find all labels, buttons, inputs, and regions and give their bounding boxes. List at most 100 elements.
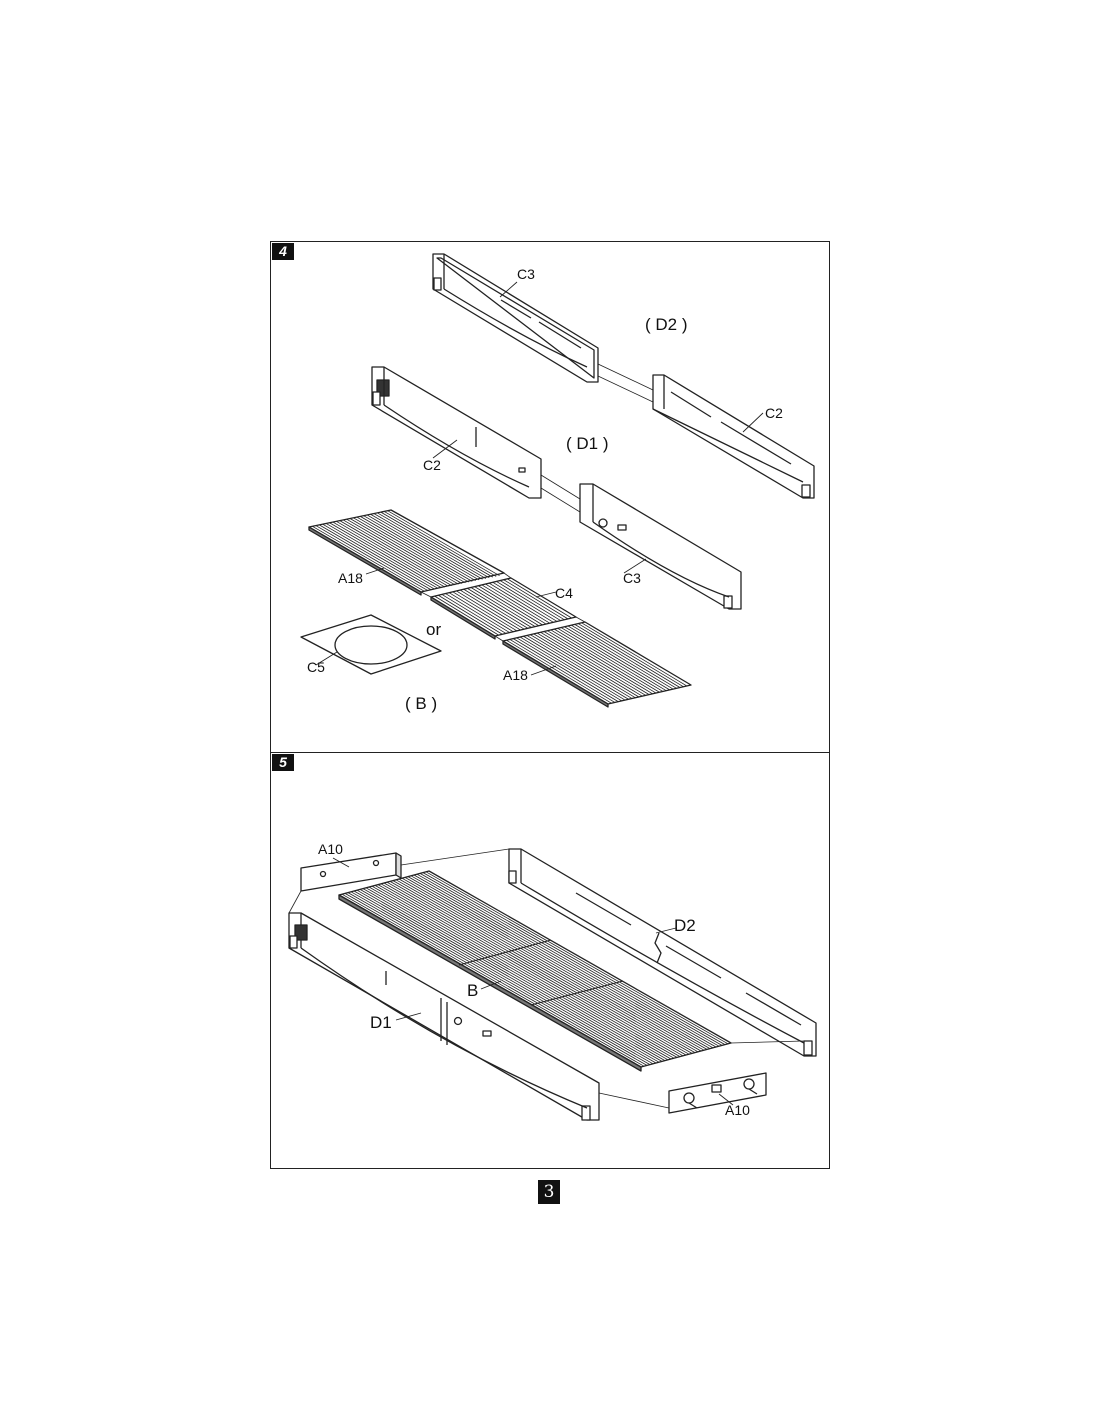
- grate-rib: [373, 513, 487, 579]
- grate-rib: [386, 881, 690, 1055]
- grate-rib: [448, 592, 514, 633]
- step-5-panel: 5: [270, 752, 830, 1169]
- grate-rib: [567, 625, 674, 690]
- grate-rib: [332, 521, 446, 588]
- label-a18-left: A18: [338, 570, 363, 586]
- grate-rib: [371, 885, 675, 1059]
- rail-c2-right: [652, 374, 815, 499]
- grate-rib: [540, 631, 646, 696]
- grate-rib: [322, 523, 435, 590]
- grate-rib: [496, 581, 561, 621]
- rail-c2-upper: [371, 366, 542, 499]
- label-a10-right: A10: [725, 1102, 750, 1118]
- grate-rib: [383, 511, 497, 577]
- grate-rib: [325, 523, 439, 589]
- grate-rib: [550, 629, 657, 694]
- grate-rib: [445, 593, 510, 633]
- rail-c3-lower: [579, 483, 742, 610]
- grate-rib: [506, 639, 612, 704]
- grate-rib: [383, 882, 687, 1056]
- grate-rib: [366, 514, 480, 581]
- end-plate-a10-left: [300, 852, 402, 892]
- grate-rib: [581, 622, 687, 687]
- label-c4: C4: [555, 585, 573, 601]
- grate-rib: [519, 636, 626, 701]
- grate-rib: [456, 590, 521, 631]
- grate-rib: [434, 595, 499, 636]
- grate-rib: [516, 637, 622, 702]
- grate-rib: [377, 884, 681, 1057]
- grate-rib: [474, 586, 539, 626]
- grate-rib: [438, 594, 503, 635]
- grate-rib: [356, 516, 470, 583]
- grate-rib: [353, 890, 657, 1064]
- grate-rib: [374, 885, 678, 1058]
- grate-rib: [425, 871, 729, 1045]
- grate-rib: [347, 892, 651, 1065]
- grate-rib: [557, 627, 663, 692]
- label-or: or: [426, 620, 441, 639]
- grate-rib: [353, 517, 466, 584]
- label-c2-right: C2: [765, 405, 783, 421]
- label-c5: C5: [307, 659, 325, 675]
- label-c2-left: C2: [423, 457, 441, 473]
- grate-rib: [422, 872, 726, 1045]
- label-a10-left: A10: [318, 841, 343, 857]
- grate-rib: [380, 511, 493, 578]
- grate-rib: [513, 638, 619, 702]
- label-d2: D2: [674, 916, 696, 935]
- grate-rib: [571, 624, 677, 689]
- rail-c3-upper: [432, 253, 599, 383]
- grate-rib: [329, 522, 442, 589]
- label-c3-bottom: C3: [623, 570, 641, 586]
- rail-d2: [508, 848, 817, 1057]
- grate-rib: [533, 633, 639, 698]
- grate-rib: [463, 588, 528, 629]
- label-b: ( B ): [405, 694, 437, 713]
- grate-rib: [395, 879, 699, 1053]
- step-4-illustration: C3 ( D2 ) C2 ( D1 ) C2 A18 C4 C3 or C5 A…: [300, 253, 815, 713]
- grate-rib: [392, 880, 696, 1053]
- grate-rib: [377, 512, 490, 579]
- grate-rib: [363, 515, 476, 582]
- end-plate-a10-right: [668, 1072, 767, 1114]
- grate-rib: [547, 630, 653, 695]
- grate-rib: [543, 631, 650, 695]
- grate-rib: [341, 893, 645, 1067]
- grate-rib: [339, 520, 452, 586]
- grate-rib: [401, 877, 705, 1051]
- grate-rib: [398, 878, 702, 1052]
- grate-rib: [312, 525, 425, 592]
- grate-rib: [467, 588, 532, 628]
- rail-d1: [288, 912, 600, 1121]
- grate-rib: [574, 624, 680, 688]
- grate-rib: [356, 889, 660, 1063]
- grate-rib: [441, 594, 507, 634]
- grate-rib: [342, 519, 456, 586]
- grate-rib: [350, 891, 654, 1065]
- grate-rib: [509, 639, 616, 703]
- label-d2: ( D2 ): [645, 315, 688, 334]
- grate-rib: [359, 889, 663, 1062]
- grate-rib: [523, 635, 629, 700]
- label-d1: ( D1 ): [566, 434, 609, 453]
- grate-rib: [416, 873, 720, 1047]
- step-4-badge: 4: [272, 243, 294, 260]
- label-c3-top: C3: [517, 266, 535, 282]
- grate-rib: [349, 518, 463, 584]
- grate-rib: [478, 585, 543, 626]
- grate-rib: [503, 579, 568, 620]
- grate-rib: [413, 874, 717, 1048]
- grate-rib: [404, 877, 708, 1050]
- grate-rib: [564, 626, 670, 691]
- grate-rib: [315, 525, 429, 591]
- grate-rib: [530, 634, 636, 699]
- grate-rib: [380, 883, 684, 1057]
- grate-rib: [485, 583, 550, 624]
- grate-rib: [526, 635, 633, 699]
- grate-rib: [577, 623, 684, 687]
- grate-rib: [554, 628, 660, 693]
- grate-rib: [346, 518, 459, 585]
- step-4-panel: 4: [270, 241, 830, 753]
- grate-rib: [370, 513, 483, 580]
